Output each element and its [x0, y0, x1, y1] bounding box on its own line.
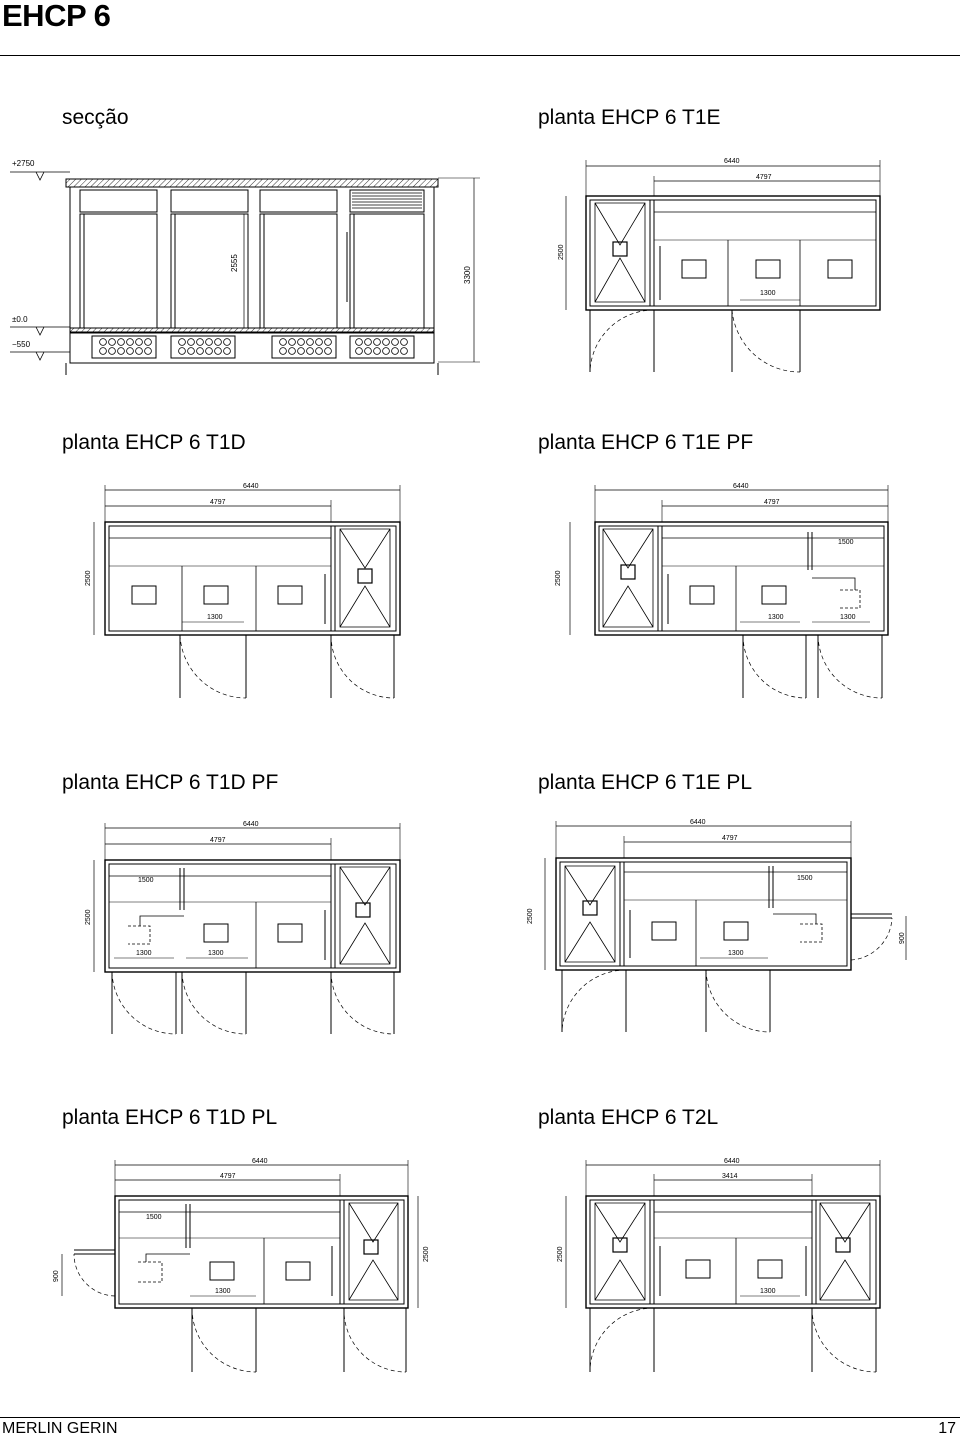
dim-width: 2500 — [423, 1246, 430, 1262]
plan-t1e-pl — [544, 821, 907, 1033]
dim-door: 1300 — [768, 614, 784, 621]
plan-t1e-pf — [569, 485, 889, 699]
dim-inner-length: 4797 — [764, 499, 780, 506]
dim-inner-length: 4797 — [210, 499, 226, 506]
dim-inner-length: 4797 — [722, 835, 738, 842]
dim-door: 1300 — [136, 950, 152, 957]
dim-lateral: 900 — [899, 932, 906, 944]
plan-t1e — [565, 160, 881, 373]
plan-t1d-pf — [93, 823, 401, 1035]
dim-length: 6440 — [252, 1158, 268, 1165]
page-title: EHCP 6 — [2, 0, 111, 33]
dim-width: 2500 — [527, 908, 534, 924]
dim-door: 1300 — [728, 950, 744, 957]
dim-length: 6440 — [724, 158, 740, 165]
page-number: 17 — [938, 1420, 956, 1437]
dim-door-pf: 1500 — [838, 539, 854, 546]
dim-inner-length: 4797 — [210, 837, 226, 844]
dim-door: 1300 — [207, 614, 223, 621]
title-rule — [0, 55, 960, 56]
dim-length: 6440 — [243, 821, 259, 828]
level-zero: ±0.0 — [12, 315, 28, 324]
section-drawing — [10, 171, 480, 375]
dim-door-pf: 1500 — [797, 875, 813, 882]
plan-t1d — [93, 485, 401, 699]
dim-inner-length-t2l: 3414 — [722, 1173, 738, 1180]
dim-length: 6440 — [243, 483, 259, 490]
dim-door: 1300 — [840, 614, 856, 621]
caption-t1d-pl: planta EHCP 6 T1D PL — [62, 1106, 278, 1129]
caption-t1e: planta EHCP 6 T1E — [538, 106, 721, 129]
dim-door: 1300 — [760, 1288, 776, 1295]
plan-t1d-pl — [61, 1160, 419, 1373]
dim-door-pf: 1500 — [146, 1214, 162, 1221]
footer-brand: MERLIN GERIN — [2, 1420, 118, 1437]
dim-inner-length: 4797 — [220, 1173, 236, 1180]
dim-total-height: 3300 — [463, 266, 472, 284]
dim-inner-length: 4797 — [756, 174, 772, 181]
level-bottom: −550 — [12, 340, 31, 349]
dim-width: 2500 — [558, 244, 565, 260]
level-top: +2750 — [12, 159, 35, 168]
caption-t2l: planta EHCP 6 T2L — [538, 1106, 719, 1129]
dim-width: 2500 — [85, 570, 92, 586]
dim-door-pf: 1500 — [138, 877, 154, 884]
caption-t1d-pf: planta EHCP 6 T1D PF — [62, 771, 279, 794]
caption-seccao: secção — [62, 106, 129, 129]
dim-length: 6440 — [690, 819, 706, 826]
dim-width: 2500 — [557, 1246, 564, 1262]
caption-t1e-pl: planta EHCP 6 T1E PL — [538, 771, 753, 794]
dim-lateral: 900 — [53, 1270, 60, 1282]
caption-t1e-pf: planta EHCP 6 T1E PF — [538, 431, 754, 454]
dim-door: 1300 — [215, 1288, 231, 1295]
dim-length: 6440 — [724, 1158, 740, 1165]
dim-inner-height: 2555 — [230, 254, 239, 272]
dim-door: 1300 — [760, 290, 776, 297]
dim-width: 2500 — [555, 570, 562, 586]
dim-length: 6440 — [733, 483, 749, 490]
dim-door: 1300 — [208, 950, 224, 957]
plan-t2l — [565, 1160, 881, 1373]
caption-t1d: planta EHCP 6 T1D — [62, 431, 246, 454]
footer-rule — [0, 1417, 960, 1418]
dim-width: 2500 — [85, 909, 92, 925]
